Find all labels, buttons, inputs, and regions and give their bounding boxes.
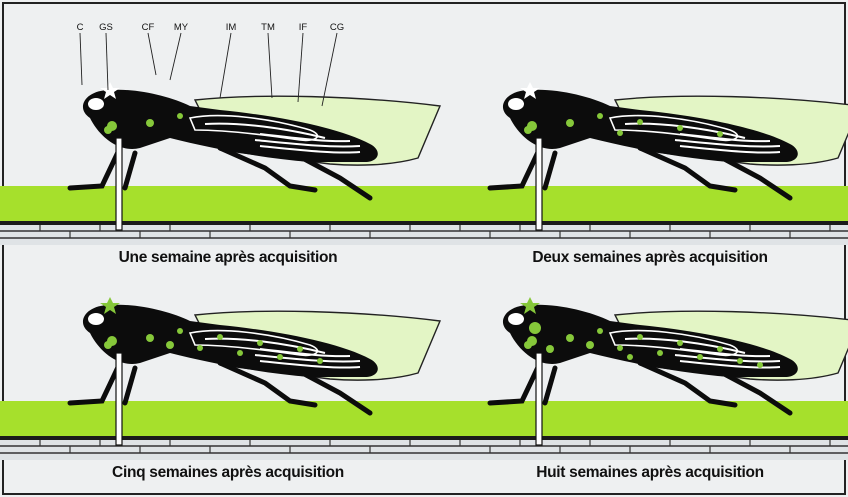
infection-spot bbox=[177, 113, 183, 119]
part-label-tm: TM bbox=[261, 22, 275, 33]
infection-spot bbox=[104, 126, 112, 134]
infection-spot bbox=[146, 334, 154, 342]
infection-spot bbox=[277, 354, 283, 360]
infection-spot bbox=[524, 126, 532, 134]
infection-spot bbox=[677, 340, 683, 346]
infection-spot bbox=[717, 346, 723, 352]
infection-spot bbox=[166, 341, 174, 349]
infection-spot bbox=[177, 328, 183, 334]
infection-spot bbox=[566, 334, 574, 342]
infection-spot bbox=[677, 125, 683, 131]
infection-spot bbox=[597, 328, 603, 334]
infection-spot bbox=[529, 322, 541, 334]
part-label-im: IM bbox=[226, 22, 237, 33]
infection-spot bbox=[566, 119, 574, 127]
infection-spot bbox=[737, 358, 743, 364]
infection-spot bbox=[586, 341, 594, 349]
infection-spot bbox=[717, 131, 723, 137]
infection-spot bbox=[627, 354, 633, 360]
part-label-cg: CG bbox=[330, 22, 344, 33]
panel-caption-2: Deux semaines après acquisition bbox=[532, 249, 767, 266]
infection-spot bbox=[197, 345, 203, 351]
infection-spot bbox=[546, 345, 554, 353]
infection-spot bbox=[697, 354, 703, 360]
panel-caption-4: Huit semaines après acquisition bbox=[536, 464, 764, 481]
infection-spot bbox=[104, 341, 112, 349]
infection-spot bbox=[317, 358, 323, 364]
part-label-my: MY bbox=[174, 22, 189, 33]
panel-caption-3: Cinq semaines après acquisition bbox=[112, 464, 344, 481]
infection-spot bbox=[757, 362, 763, 368]
infection-spot bbox=[297, 346, 303, 352]
part-label-if: IF bbox=[299, 22, 308, 33]
panel-caption-1: Une semaine après acquisition bbox=[119, 249, 338, 266]
infection-spot bbox=[146, 119, 154, 127]
infection-spot bbox=[524, 341, 532, 349]
part-label-gs: GS bbox=[99, 22, 113, 33]
infection-spot bbox=[257, 340, 263, 346]
infection-spot bbox=[217, 334, 223, 340]
part-label-cf: CF bbox=[142, 22, 155, 33]
infection-spot bbox=[237, 350, 243, 356]
infection-spot bbox=[617, 130, 623, 136]
part-label-c: C bbox=[77, 22, 84, 33]
infection-spot bbox=[637, 334, 643, 340]
infection-spot bbox=[637, 119, 643, 125]
infection-spot bbox=[657, 350, 663, 356]
infection-spot bbox=[597, 113, 603, 119]
infection-spot bbox=[617, 345, 623, 351]
